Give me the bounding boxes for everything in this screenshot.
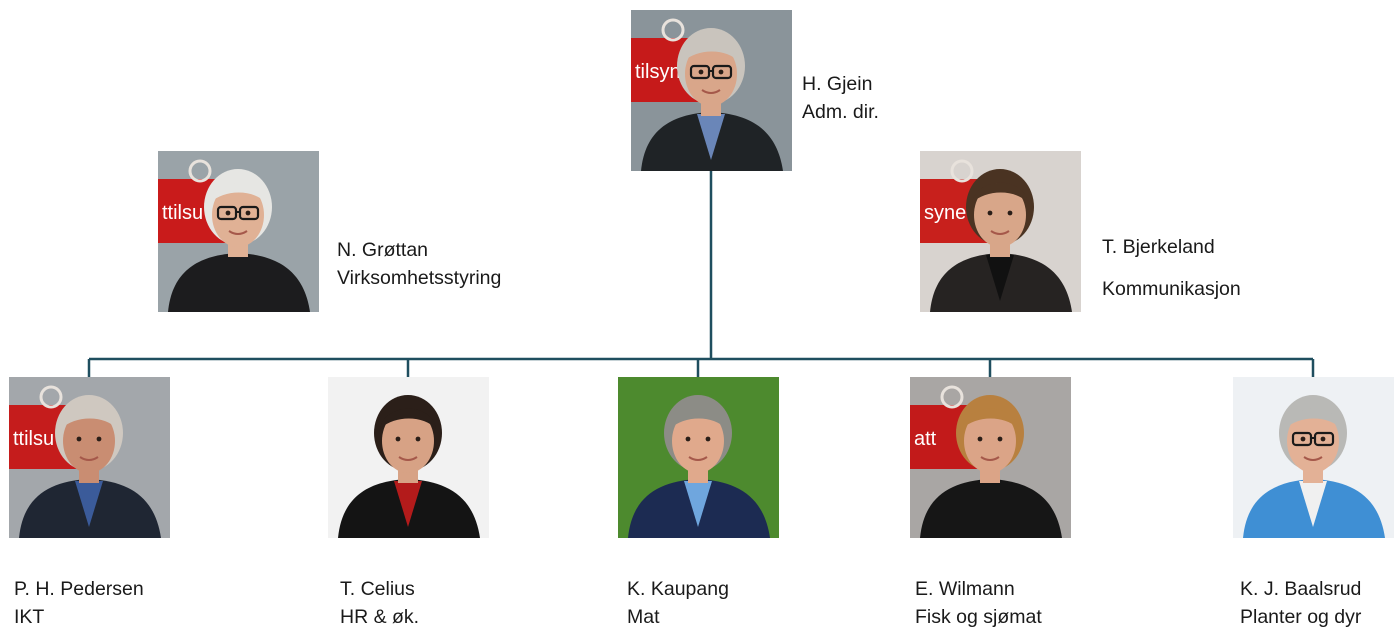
portrait-staff-ne: synet bbox=[920, 151, 1081, 312]
eye bbox=[987, 210, 993, 216]
mouth bbox=[688, 456, 708, 461]
hair-fringe bbox=[962, 408, 1018, 429]
eye bbox=[96, 436, 102, 442]
sign-ring bbox=[39, 385, 63, 409]
staff-ne-label: T. Bjerkeland Kommunikasjon bbox=[1102, 233, 1241, 303]
portrait-photo bbox=[618, 377, 779, 538]
portrait-photo: tilsyne bbox=[631, 10, 792, 171]
face bbox=[685, 42, 737, 106]
shirt bbox=[697, 114, 725, 160]
portrait-photo: synet bbox=[920, 151, 1081, 312]
mouth bbox=[701, 89, 721, 94]
director-4-role: Fisk og sjømat bbox=[915, 606, 1042, 628]
director-1-name: P. H. Pedersen bbox=[14, 578, 144, 600]
top-role: Adm. dir. bbox=[802, 101, 879, 123]
eye bbox=[76, 436, 82, 442]
director-3-role: Mat bbox=[627, 606, 660, 628]
eye bbox=[245, 210, 251, 216]
director-2-role: HR & øk. bbox=[340, 606, 420, 628]
portrait-photo: ttilsu bbox=[9, 377, 170, 538]
face bbox=[1287, 409, 1339, 473]
hair-fringe bbox=[210, 182, 266, 203]
portrait-photo: att bbox=[910, 377, 1071, 538]
director-3-label: K. Kaupang Mat bbox=[627, 575, 729, 631]
staff-nw-role: Virksomhetsstyring bbox=[337, 267, 502, 289]
director-2-label: T. Celius HR & øk. bbox=[340, 575, 419, 631]
eye bbox=[685, 436, 691, 442]
mouth bbox=[79, 456, 99, 461]
staff-ne-role: Kommunikasjon bbox=[1102, 278, 1241, 300]
eye bbox=[225, 210, 231, 216]
staff-nw-name: N. Grøttan bbox=[337, 239, 429, 261]
eye bbox=[705, 436, 711, 442]
shirt bbox=[684, 481, 712, 527]
eye bbox=[997, 436, 1003, 442]
shirt bbox=[986, 255, 1014, 301]
shirt bbox=[224, 255, 252, 301]
sign-text: att bbox=[914, 428, 937, 450]
director-1-role: IKT bbox=[14, 606, 45, 628]
top-name: H. Gjein bbox=[802, 73, 873, 95]
hair-fringe bbox=[670, 408, 726, 429]
face bbox=[212, 183, 264, 247]
director-4-label: E. Wilmann Fisk og sjømat bbox=[915, 575, 1042, 631]
shirt bbox=[394, 481, 422, 527]
portrait-director-2 bbox=[328, 377, 489, 538]
face bbox=[974, 183, 1026, 247]
eye bbox=[977, 436, 983, 442]
face bbox=[63, 409, 115, 473]
sign-text: ttilsu bbox=[162, 202, 203, 224]
director-5-role: Planter og dyr bbox=[1240, 606, 1362, 628]
mouth bbox=[990, 230, 1010, 235]
mouth bbox=[1303, 456, 1323, 461]
sign-text: ttilsu bbox=[13, 428, 54, 450]
director-1-label: P. H. Pedersen IKT bbox=[14, 575, 144, 631]
sign-ring bbox=[188, 159, 212, 183]
portrait-director-4: att bbox=[910, 377, 1071, 538]
eye bbox=[1300, 436, 1306, 442]
portrait-photo bbox=[328, 377, 489, 538]
portrait-top: tilsyne bbox=[631, 10, 792, 171]
eye bbox=[415, 436, 421, 442]
director-2-name: T. Celius bbox=[340, 578, 415, 600]
portrait-staff-nw: ttilsu bbox=[158, 151, 319, 312]
face bbox=[672, 409, 724, 473]
sign-text: synet bbox=[924, 202, 972, 224]
director-4-name: E. Wilmann bbox=[915, 578, 1015, 600]
shirt bbox=[976, 481, 1004, 527]
director-3-name: K. Kaupang bbox=[627, 578, 729, 600]
sign-ring bbox=[661, 18, 685, 42]
staff-ne-name: T. Bjerkeland bbox=[1102, 236, 1215, 258]
portrait-director-3 bbox=[618, 377, 779, 538]
portrait-photo bbox=[1233, 377, 1394, 538]
shirt bbox=[1299, 481, 1327, 527]
shirt bbox=[75, 481, 103, 527]
hair-fringe bbox=[61, 408, 117, 429]
sign-ring bbox=[950, 159, 974, 183]
director-5-label: K. J. Baalsrud Planter og dyr bbox=[1240, 575, 1361, 631]
face bbox=[382, 409, 434, 473]
face bbox=[964, 409, 1016, 473]
eye bbox=[698, 69, 704, 75]
sign-ring bbox=[940, 385, 964, 409]
mouth bbox=[398, 456, 418, 461]
eye bbox=[1007, 210, 1013, 216]
director-5-name: K. J. Baalsrud bbox=[1240, 578, 1362, 600]
mouth bbox=[980, 456, 1000, 461]
eye bbox=[1320, 436, 1326, 442]
portrait-director-1: ttilsu bbox=[9, 377, 170, 538]
eye bbox=[718, 69, 724, 75]
top-label: H. Gjein Adm. dir. bbox=[802, 70, 879, 126]
portrait-director-5 bbox=[1233, 377, 1394, 538]
hair-fringe bbox=[972, 182, 1028, 203]
hair-fringe bbox=[683, 41, 739, 62]
hair-fringe bbox=[1285, 408, 1341, 429]
staff-nw-label: N. Grøttan Virksomhetsstyring bbox=[337, 236, 501, 292]
mouth bbox=[228, 230, 248, 235]
hair-fringe bbox=[380, 408, 436, 429]
portrait-photo: ttilsu bbox=[158, 151, 319, 312]
eye bbox=[395, 436, 401, 442]
